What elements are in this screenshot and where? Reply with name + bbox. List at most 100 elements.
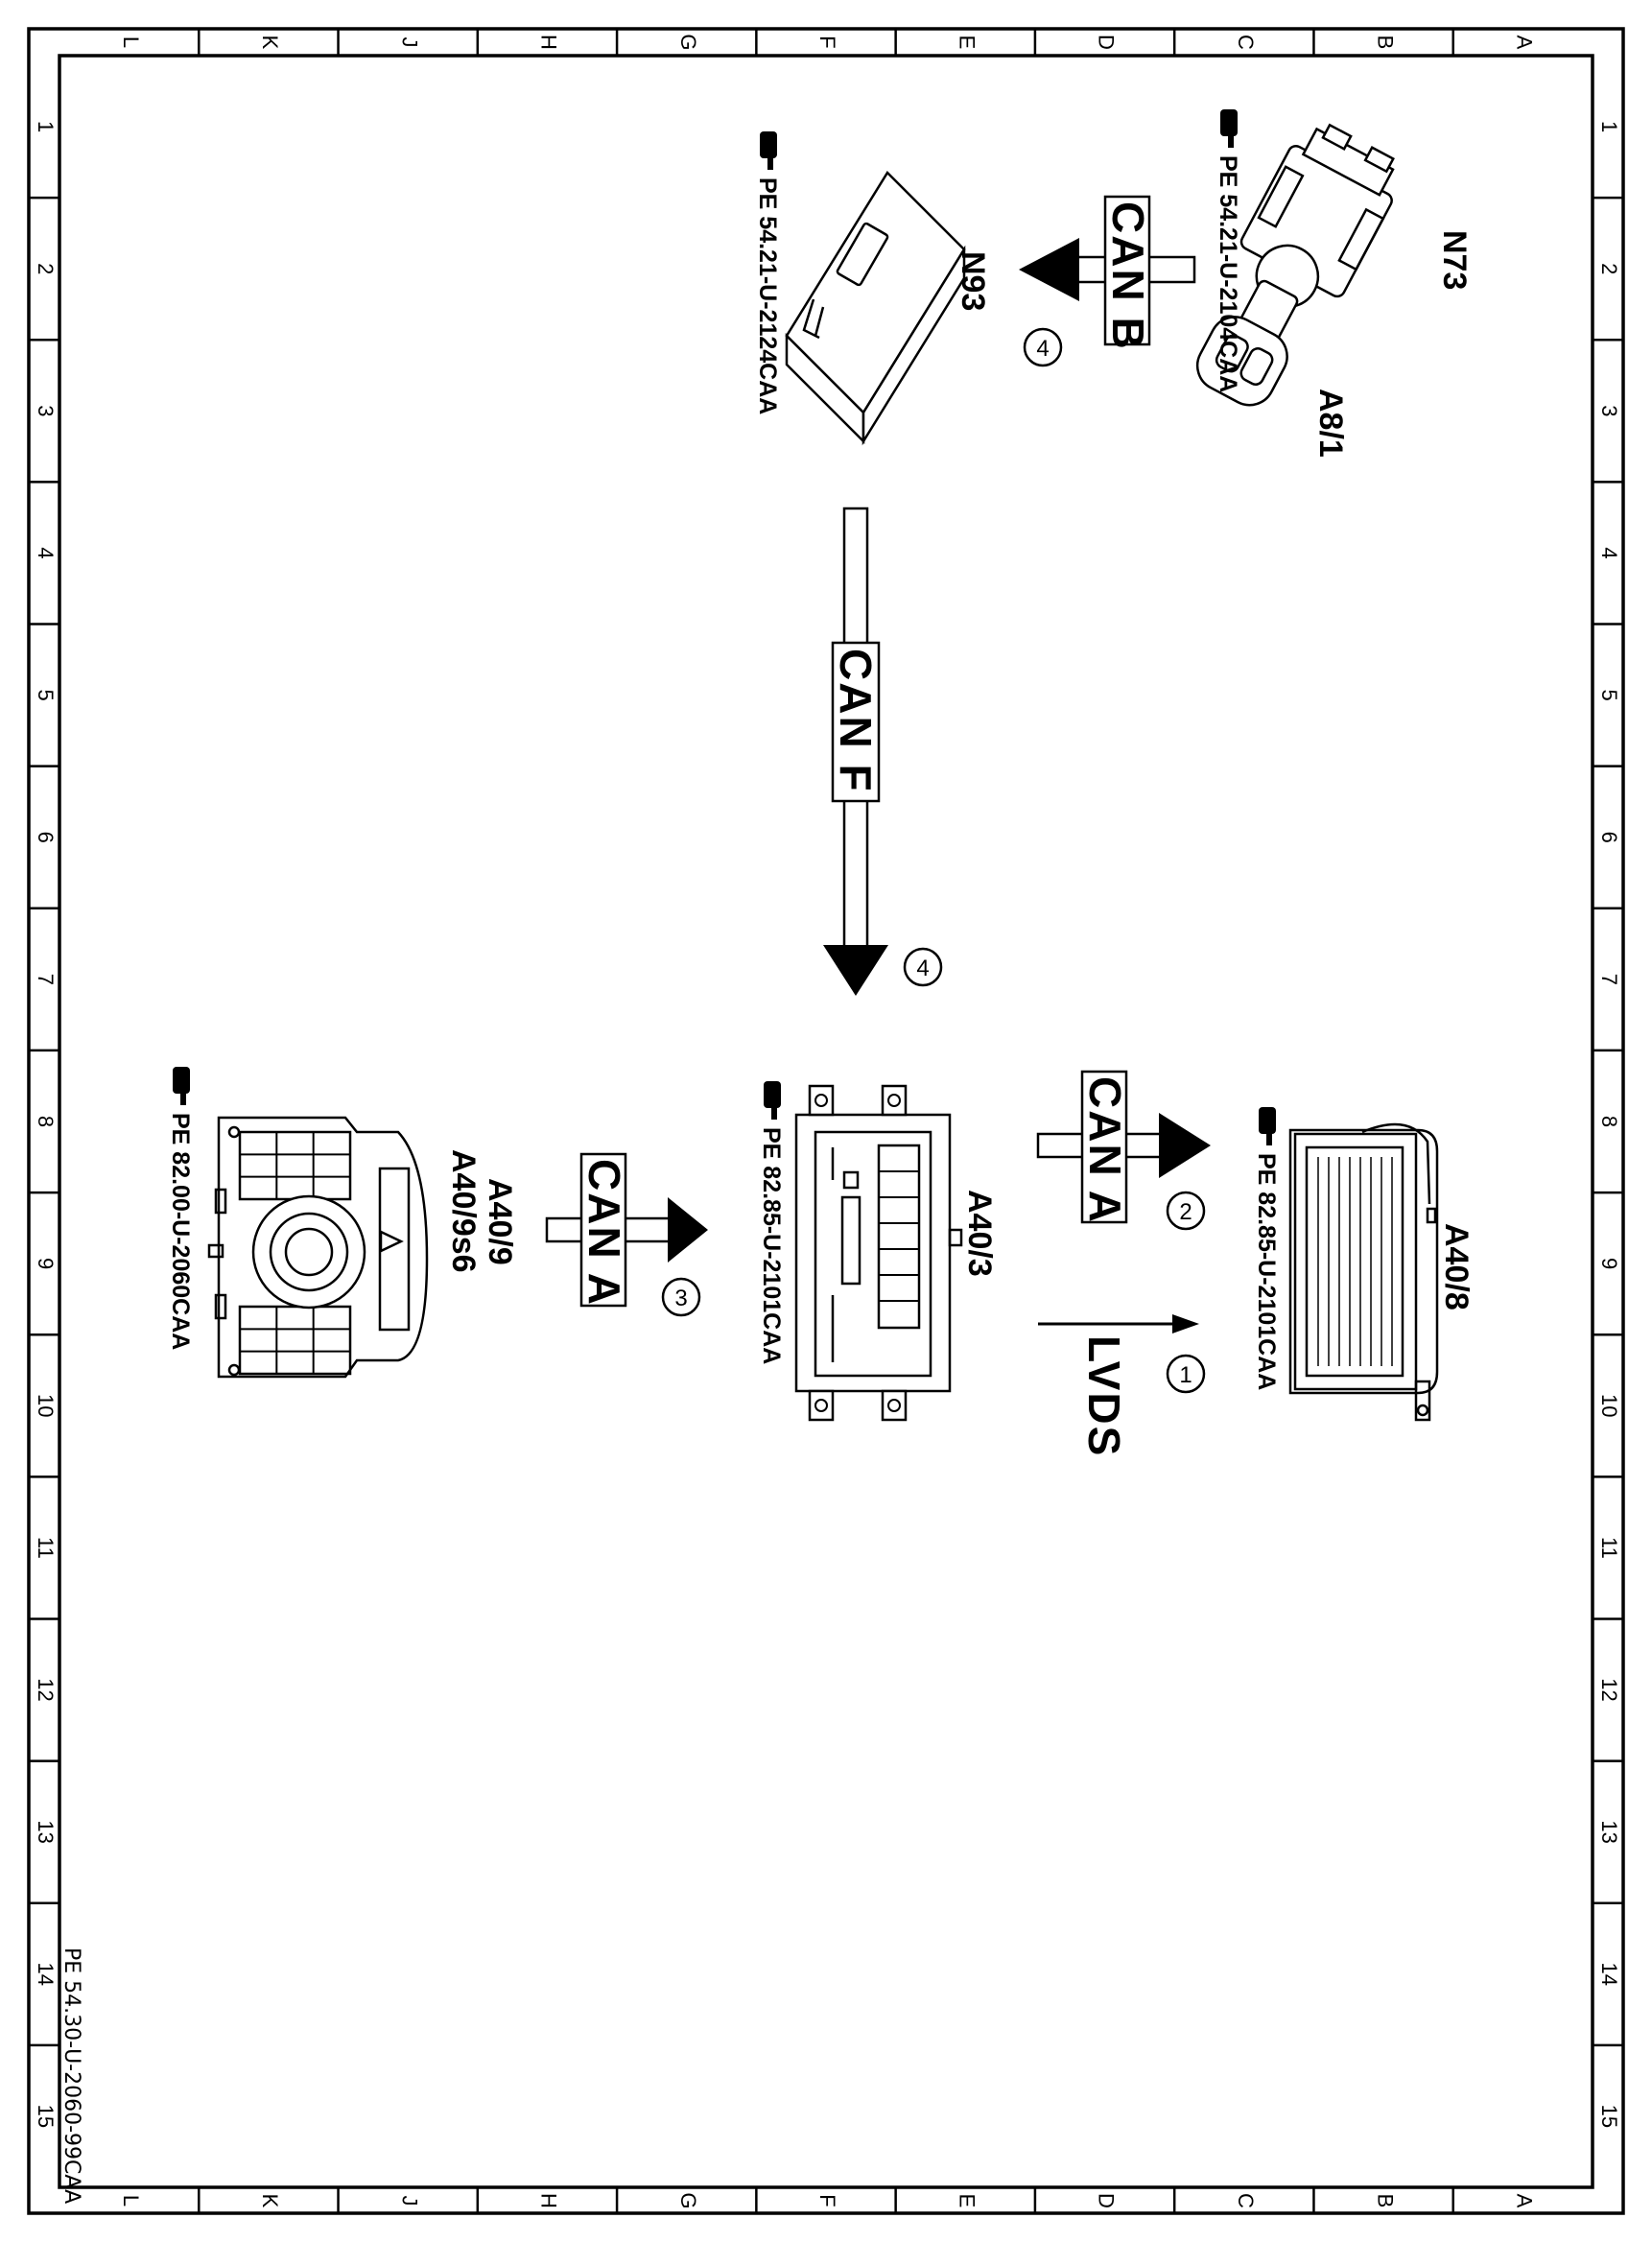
a40-3-reference: PE 82.85-U-2101CAA bbox=[758, 1081, 785, 1364]
grid-row-label: 4 bbox=[1597, 547, 1621, 558]
a40-9-reference: PE 82.00-U-2060CAA bbox=[167, 1067, 194, 1350]
can-b-number: 4 bbox=[1036, 336, 1049, 362]
grid-column-label: L bbox=[119, 2195, 143, 2207]
grid-row-label: 14 bbox=[34, 1963, 58, 1986]
n93-reference: PE 54.21-U-2124CAA bbox=[754, 131, 781, 414]
grid-column-label: H bbox=[537, 35, 561, 50]
grid-row-label: 11 bbox=[34, 1537, 58, 1559]
can-f-label: CAN F bbox=[831, 649, 881, 793]
can-f-number-badge: 4 bbox=[903, 947, 943, 987]
can-a-top-number-badge: 2 bbox=[1166, 1191, 1206, 1231]
grid-column-label: K bbox=[258, 2194, 282, 2208]
grid-row-label: 12 bbox=[1597, 1678, 1621, 1701]
can-a-bottom-number: 3 bbox=[674, 1286, 687, 1311]
a8-1-label: A8/1 bbox=[1312, 389, 1349, 458]
lvds-label: LVDS bbox=[1079, 1335, 1129, 1457]
can-f-arrow: CAN F bbox=[823, 507, 888, 996]
grid-row-label: 1 bbox=[1597, 121, 1621, 132]
grid-column-label: F bbox=[815, 35, 839, 48]
a40-9s6-label: A40/9s6 bbox=[445, 1149, 482, 1273]
grid-column-label: A bbox=[1513, 35, 1537, 50]
grid-row-label: 11 bbox=[1597, 1537, 1621, 1559]
can-b-arrow: CAN B bbox=[1019, 195, 1196, 351]
can-a-top-number: 2 bbox=[1179, 1199, 1192, 1225]
grid-row-label: 10 bbox=[34, 1394, 58, 1417]
grid-row-label: 13 bbox=[34, 1820, 58, 1843]
lvds-number: 1 bbox=[1179, 1362, 1192, 1388]
grid-row-label: 9 bbox=[34, 1258, 58, 1269]
can-a-bottom-arrow: CAN A bbox=[545, 1152, 708, 1308]
grid-column-label: B bbox=[1373, 2194, 1397, 2208]
grid-column-label: E bbox=[955, 2194, 979, 2208]
a40-8-ref-text: PE 82.85-U-2101CAA bbox=[1253, 1153, 1280, 1390]
grid-column-label: L bbox=[119, 36, 143, 48]
can-a-top-arrow: CAN A bbox=[1036, 1070, 1211, 1224]
grid-column-label: G bbox=[676, 2192, 700, 2208]
grid-row-label: 8 bbox=[1597, 1116, 1621, 1127]
can-b-number-badge: 4 bbox=[1023, 327, 1063, 367]
n73-ignition-switch-icon bbox=[1195, 123, 1395, 407]
n73-ref-text: PE 54.21-U-2104CAA bbox=[1215, 155, 1241, 392]
pointing-hand-icon bbox=[760, 131, 777, 170]
grid-column-label: F bbox=[815, 2194, 839, 2207]
a40-8-label: A40/8 bbox=[1438, 1223, 1475, 1310]
can-b-label: CAN B bbox=[1103, 201, 1153, 351]
grid-column-label: D bbox=[1095, 35, 1119, 50]
grid-row-label: 15 bbox=[34, 2105, 58, 2128]
grid-column-label: E bbox=[955, 35, 979, 50]
a40-8-display-icon bbox=[1288, 1122, 1439, 1422]
grid-row-label: 13 bbox=[1597, 1820, 1621, 1843]
grid-column-label: C bbox=[1234, 2193, 1258, 2208]
n73-label: N73 bbox=[1436, 230, 1473, 290]
a40-8-reference: PE 82.85-U-2101CAA bbox=[1253, 1107, 1280, 1390]
grid-column-label: G bbox=[676, 34, 700, 50]
grid-row-label: 6 bbox=[1597, 832, 1621, 843]
grid-row-label: 8 bbox=[34, 1116, 58, 1127]
a40-9-label: A40/9 bbox=[482, 1178, 518, 1265]
grid-row-label: 9 bbox=[1597, 1258, 1621, 1269]
a40-3-head-unit-icon bbox=[794, 1084, 963, 1422]
can-a-bottom-label: CAN A bbox=[579, 1159, 629, 1307]
grid-row-label: 4 bbox=[34, 547, 58, 558]
can-a-bottom-number-badge: 3 bbox=[661, 1277, 701, 1317]
grid-row-label: 7 bbox=[1597, 974, 1621, 985]
grid-row-label: 7 bbox=[34, 974, 58, 985]
grid-row-label: 1 bbox=[34, 121, 58, 132]
grid-column-label: D bbox=[1095, 2193, 1119, 2208]
lvds-number-badge: 1 bbox=[1166, 1354, 1206, 1394]
can-a-top-label: CAN A bbox=[1080, 1076, 1130, 1224]
grid-row-label: 10 bbox=[1597, 1394, 1621, 1417]
pointing-hand-icon bbox=[1259, 1107, 1276, 1145]
grid-column-label: J bbox=[397, 2196, 421, 2207]
grid-row-label: 15 bbox=[1597, 2105, 1621, 2128]
pointing-hand-icon bbox=[1220, 109, 1238, 148]
n73-reference: PE 54.21-U-2104CAA bbox=[1215, 109, 1241, 392]
doc-number: PE 54.30-U-2060-99CAA bbox=[59, 1947, 83, 2204]
can-f-number: 4 bbox=[916, 956, 929, 981]
grid-row-label: 2 bbox=[34, 263, 58, 274]
n93-ref-text: PE 54.21-U-2124CAA bbox=[754, 177, 781, 414]
a40-3-label: A40/3 bbox=[961, 1190, 998, 1277]
grid-column-label: K bbox=[258, 35, 282, 50]
grid-column-label: B bbox=[1373, 35, 1397, 50]
grid-row-label: 12 bbox=[34, 1678, 58, 1701]
grid-column-label: C bbox=[1234, 35, 1258, 50]
n93-label: N93 bbox=[955, 251, 991, 311]
grid-row-label: 5 bbox=[1597, 689, 1621, 700]
lvds-arrow: LVDS bbox=[1038, 1314, 1199, 1457]
grid-column-label: J bbox=[397, 37, 421, 48]
a40-9-ref-text: PE 82.00-U-2060CAA bbox=[167, 1113, 194, 1350]
grid-row-label: 6 bbox=[34, 832, 58, 843]
grid-column-label: A bbox=[1513, 2194, 1537, 2208]
pointing-hand-icon bbox=[764, 1081, 781, 1120]
grid-row-label: 5 bbox=[34, 689, 58, 700]
n93-gateway-module-icon bbox=[785, 170, 966, 446]
grid-row-label: 3 bbox=[1597, 405, 1621, 416]
grid-row-label: 3 bbox=[34, 405, 58, 416]
grid-row-label: 2 bbox=[1597, 263, 1621, 274]
grid-column-label: H bbox=[537, 2193, 561, 2208]
grid-row-label: 14 bbox=[1597, 1963, 1621, 1986]
